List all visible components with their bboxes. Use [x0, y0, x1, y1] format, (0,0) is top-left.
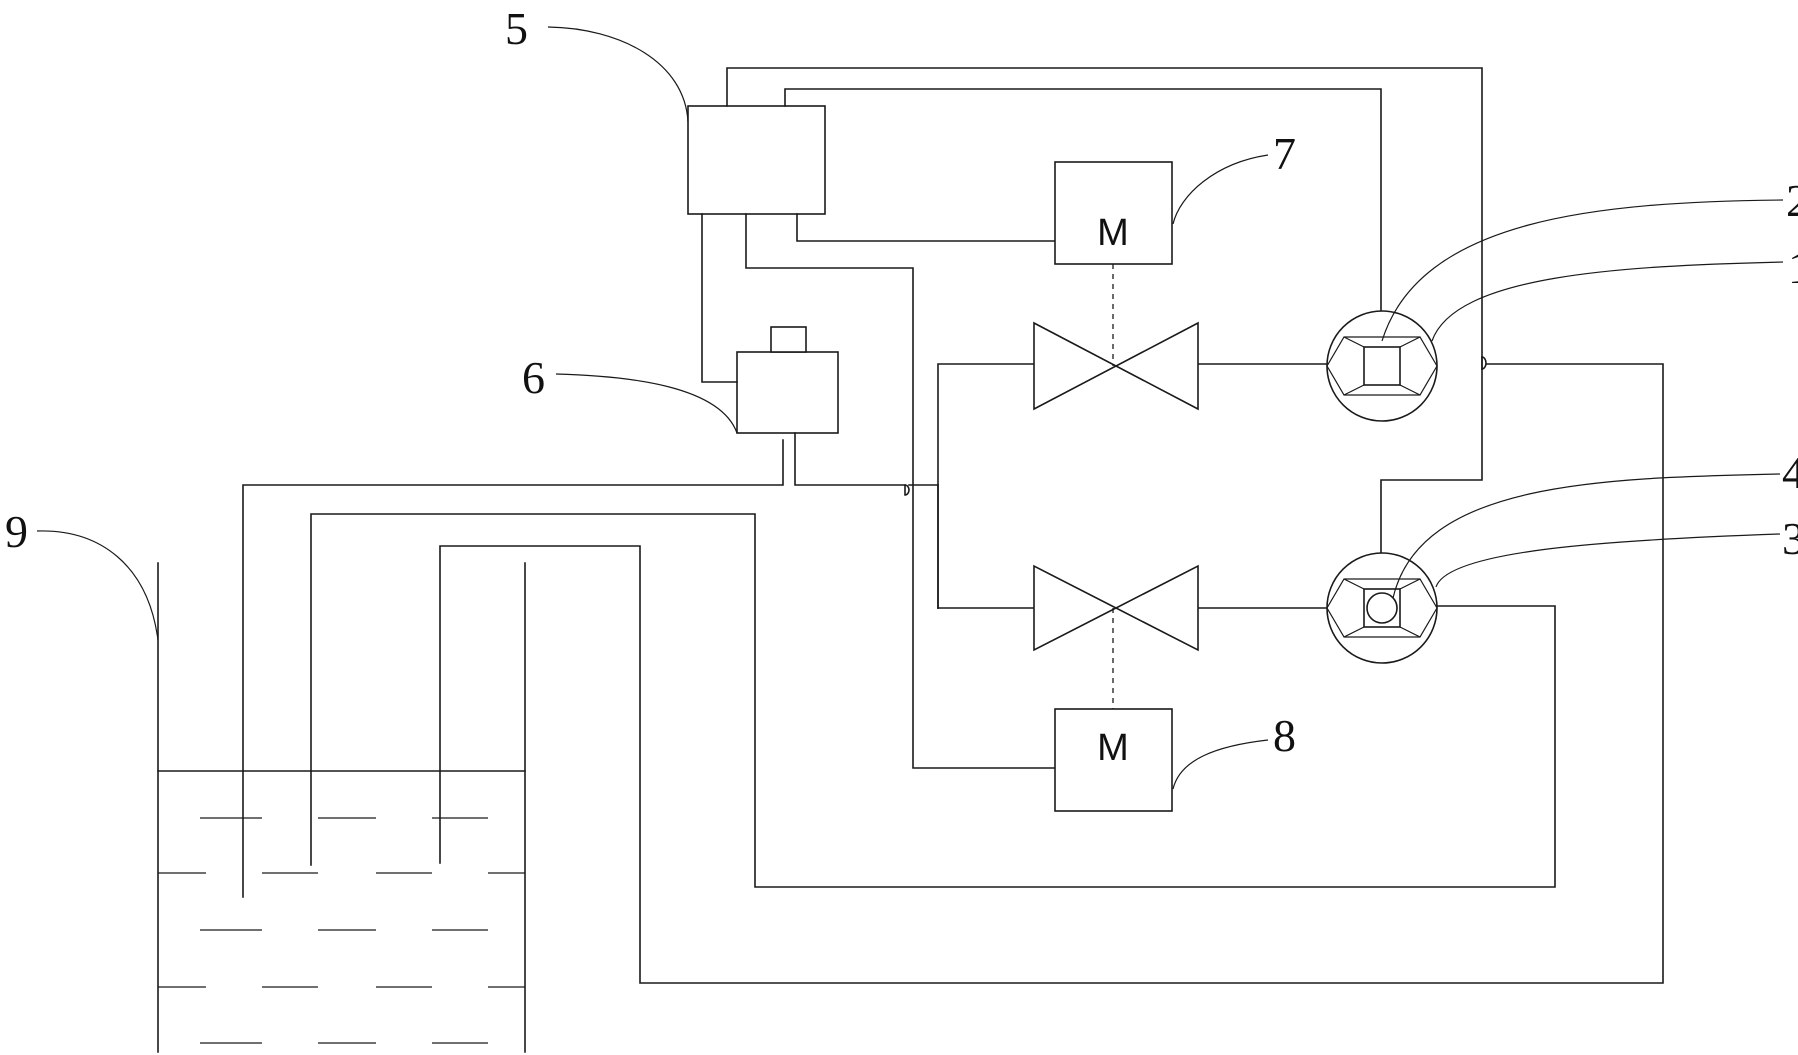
label-4: 4: [1782, 447, 1798, 498]
bottom-valve: [1033, 564, 1199, 652]
liquid-marks: [158, 817, 525, 1044]
bottom-motor: M: [1054, 608, 1173, 812]
label-2: 2: [1786, 175, 1798, 226]
label-3: 3: [1782, 513, 1798, 564]
controller: [687, 105, 826, 215]
top-sensor: [1326, 310, 1438, 422]
control-wiring: [701, 67, 1487, 769]
label-6: 6: [522, 352, 545, 403]
tank: [157, 562, 526, 1053]
top-valve: [1033, 321, 1199, 411]
bottom-motor-label: M: [1097, 727, 1129, 769]
reference-numerals: 5 7 2 1 6 4 3 9 8: [5, 3, 1798, 761]
label-1: 1: [1788, 242, 1798, 293]
top-motor-label: M: [1097, 212, 1129, 254]
label-7: 7: [1273, 128, 1296, 179]
label-5: 5: [505, 3, 528, 54]
label-9: 9: [5, 506, 28, 557]
label-8: 8: [1273, 710, 1296, 761]
leader-lines: [36, 26, 1784, 790]
top-motor: M: [1054, 161, 1173, 366]
bottom-sensor: [1326, 552, 1438, 664]
pump-unit: [736, 326, 939, 496]
tank-pipes: [242, 363, 1664, 984]
valve-branches: [937, 363, 1328, 609]
